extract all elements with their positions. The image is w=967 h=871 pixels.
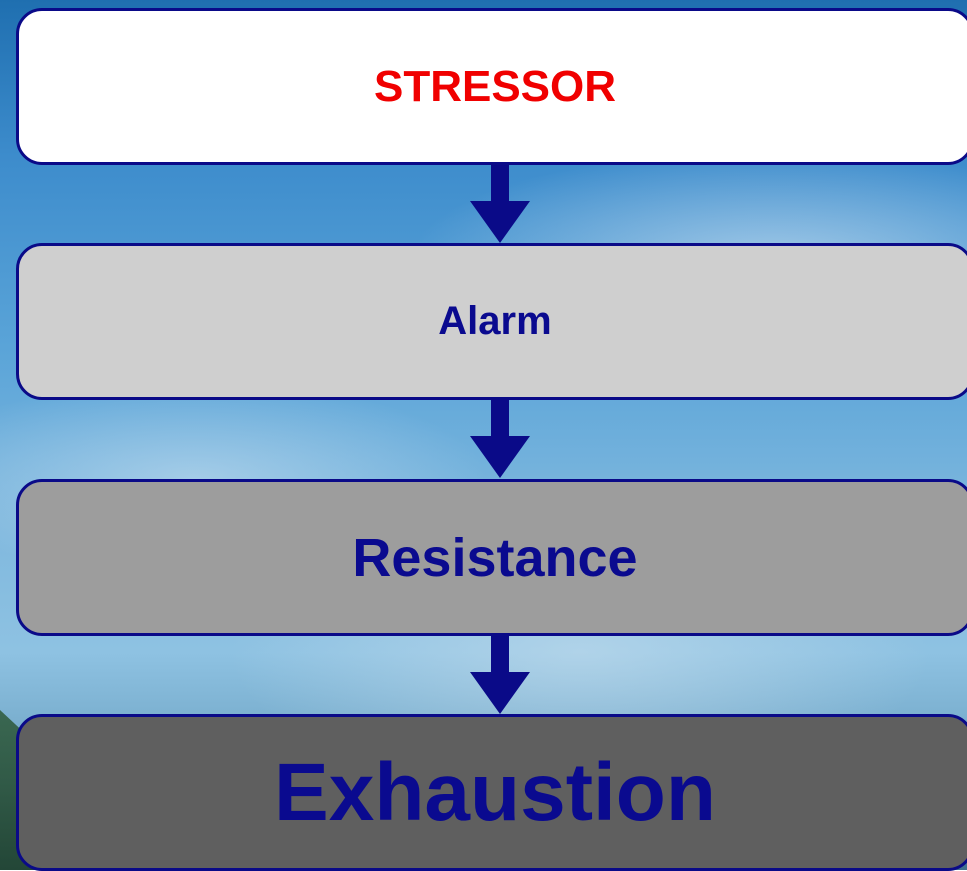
stage-label-resistance: Resistance	[352, 527, 638, 588]
down-arrow-icon	[470, 163, 530, 245]
stage-box-alarm: Alarm	[16, 243, 967, 400]
down-arrow-icon	[470, 398, 530, 481]
stage-box-resistance: Resistance	[16, 479, 967, 636]
down-arrow-icon	[470, 634, 530, 716]
stage-label-exhaustion: Exhaustion	[274, 746, 716, 838]
stage-box-exhaustion: Exhaustion	[16, 714, 967, 871]
stage-box-stressor: STRESSOR	[16, 8, 967, 165]
stage-label-alarm: Alarm	[438, 299, 552, 343]
stage-label-stressor: STRESSOR	[373, 61, 617, 111]
